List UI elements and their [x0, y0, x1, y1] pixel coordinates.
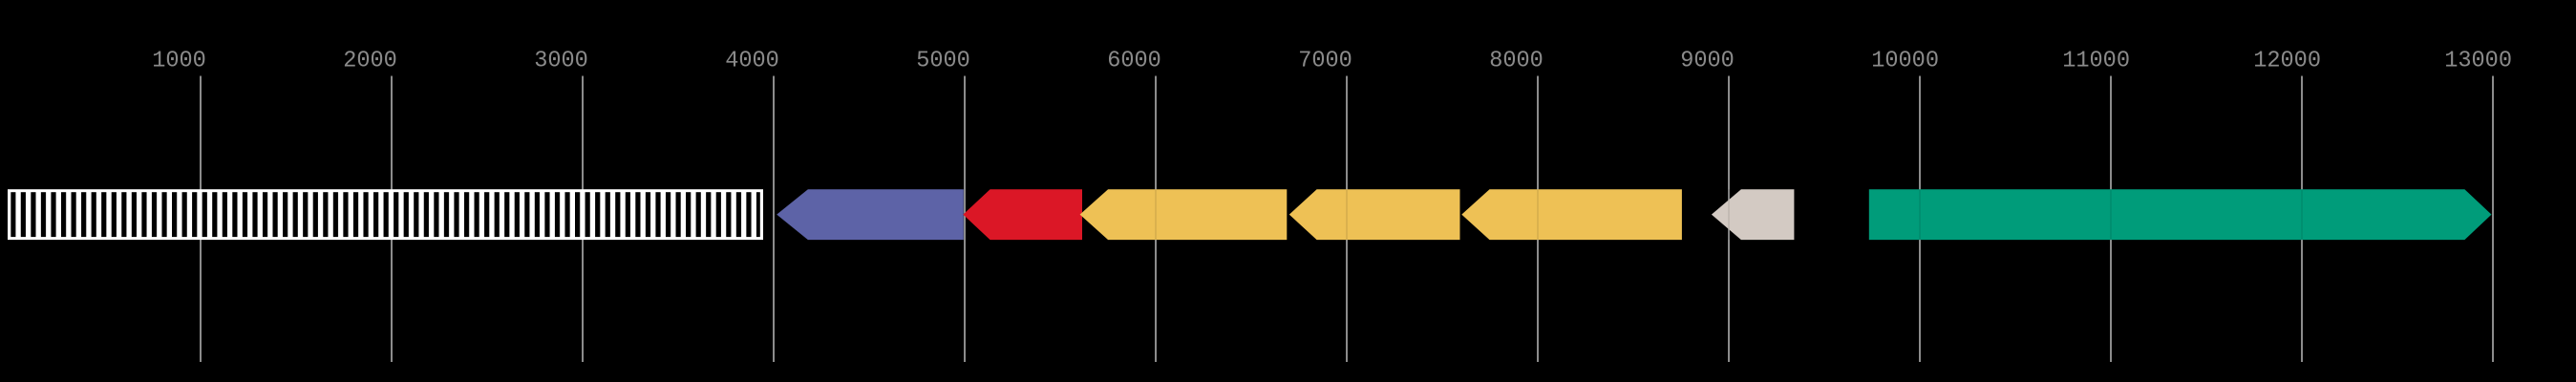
svg-text:10000: 10000	[1871, 48, 1939, 74]
svg-text:1000: 1000	[152, 48, 206, 74]
svg-text:3000: 3000	[534, 48, 588, 74]
svg-text:4000: 4000	[725, 48, 779, 74]
svg-text:9000: 9000	[1680, 48, 1735, 74]
svg-text:12000: 12000	[2253, 48, 2321, 74]
svg-text:7000: 7000	[1298, 48, 1352, 74]
svg-text:2000: 2000	[343, 48, 397, 74]
svg-text:13000: 13000	[2444, 48, 2512, 74]
svg-text:5000: 5000	[916, 48, 970, 74]
svg-text:8000: 8000	[1489, 48, 1543, 74]
svg-text:6000: 6000	[1107, 48, 1161, 74]
svg-text:11000: 11000	[2062, 48, 2130, 74]
